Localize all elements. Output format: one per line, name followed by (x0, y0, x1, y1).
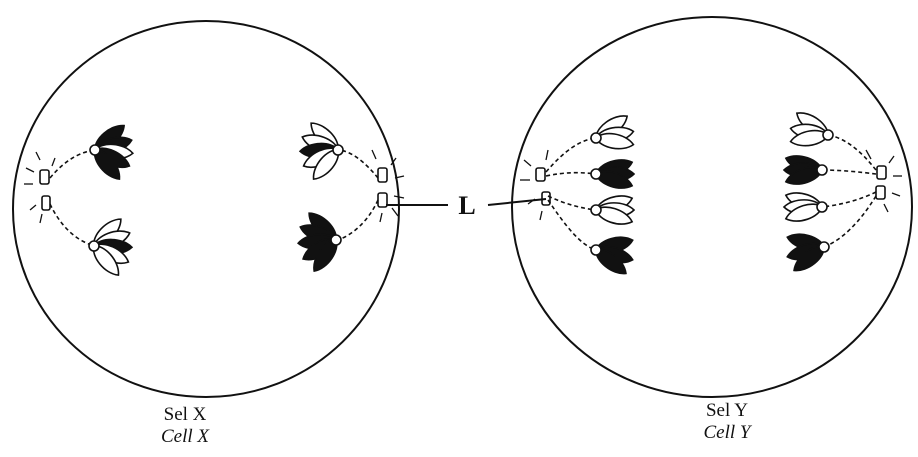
cell-y-label-en: Cell Y (662, 422, 792, 444)
chromosome-y-right-3 (784, 188, 827, 225)
aster-rays-x (24, 150, 404, 223)
chromosome-y-left-1 (591, 110, 635, 151)
aster-rays-y (520, 150, 902, 220)
cell-y (512, 17, 912, 397)
chromosome-group-x-bottom-right (298, 208, 342, 275)
cell-x-caption: Sel X Cell X (120, 404, 250, 448)
pointer-l: L (386, 191, 546, 220)
centriole-left-x (40, 170, 50, 210)
pointer-l-line-right (488, 199, 546, 205)
cell-y-label-ms: Sel Y (662, 400, 792, 422)
chromosome-y-left-4 (591, 233, 635, 279)
cell-y-membrane (512, 17, 912, 397)
cell-x-label-ms: Sel X (120, 404, 250, 426)
chromosome-y-left-2 (591, 155, 634, 192)
cell-y-caption: Sel Y Cell Y (662, 400, 792, 444)
chromosome-y-right-1 (789, 107, 833, 148)
centriole-right-x (378, 168, 387, 207)
centriole-right-y (876, 166, 886, 199)
cell-x (13, 21, 404, 397)
pointer-l-label: L (458, 191, 475, 220)
chromosome-y-right-4 (785, 230, 829, 276)
chromosome-group-x-top-left (90, 120, 134, 184)
chromosome-group-x-bottom-left (89, 214, 133, 280)
chromosome-group-x-top-right (300, 118, 344, 184)
chromosome-y-left-3 (591, 191, 634, 228)
cell-x-membrane (13, 21, 399, 397)
spindle-fibres-y (546, 135, 876, 250)
cell-x-label-en: Cell X (120, 426, 250, 448)
chromosome-y-right-2 (784, 151, 827, 188)
